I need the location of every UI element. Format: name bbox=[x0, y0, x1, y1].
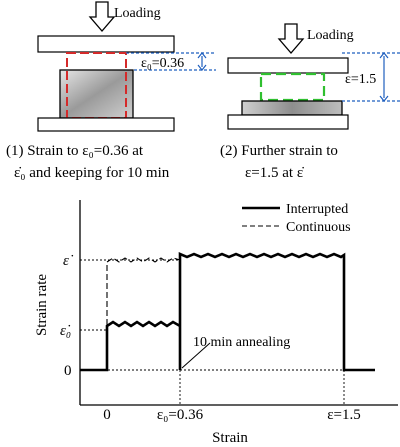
panel-2-schematic: Loading ε=1.5 (2) Further strain to ε=1.… bbox=[220, 23, 400, 181]
panel-1-strain-label: ε₀=0.36 bbox=[141, 56, 184, 71]
panel-2-dimension-arrow-icon bbox=[379, 52, 389, 102]
panel-1-caption-line1: (1) Strain to ε₀=0.36 at bbox=[6, 143, 144, 159]
x-tick-1p5: ε=1.5 bbox=[327, 407, 361, 423]
panel-1-caption-line2: ε̇₀ and keeping for 10 min bbox=[14, 165, 170, 181]
x-tick-zero: 0 bbox=[103, 407, 111, 423]
panel-2-caption-line1: (2) Further strain to bbox=[220, 143, 338, 159]
panel-2-bottom-platen bbox=[227, 114, 349, 130]
panel-1-loading-label: Loading bbox=[114, 6, 161, 21]
panel-1-bottom-platen bbox=[37, 117, 175, 132]
series-interrupted-line bbox=[80, 252, 375, 372]
y-axis-label: Strain rate bbox=[34, 274, 50, 336]
panel-1-original-outline bbox=[66, 52, 127, 119]
panel-2-top-platen bbox=[227, 57, 349, 74]
panel-1-dimension-arrow-icon bbox=[197, 52, 207, 71]
y-tick-eps0: ε̇₀ bbox=[60, 323, 71, 339]
legend-interrupted-label: Interrupted bbox=[286, 202, 348, 217]
series-continuous-line bbox=[106, 257, 181, 370]
x-axis-label: Strain bbox=[212, 430, 248, 446]
panel-2-sample bbox=[241, 100, 343, 116]
loading-arrow-icon bbox=[88, 1, 116, 32]
panel-1-schematic: Loading ε₀=0.36 (1) Strain to ε₀=0.36 at… bbox=[6, 1, 216, 181]
y-tick-zero: 0 bbox=[64, 363, 72, 379]
loading-arrow-2-icon bbox=[277, 23, 305, 54]
panel-2-strain-label: ε=1.5 bbox=[345, 72, 376, 87]
annotation-annealing: 10 min annealing bbox=[193, 335, 290, 350]
annotation-leader bbox=[181, 342, 211, 369]
legend-continuous-label: Continuous bbox=[286, 220, 351, 235]
strain-rate-chart: 10 min annealing Interrupted Continuous … bbox=[34, 200, 398, 446]
y-tick-eps: ε̇ bbox=[63, 253, 74, 269]
legend: Interrupted Continuous bbox=[242, 202, 351, 235]
panel-2-loading-label: Loading bbox=[307, 28, 354, 43]
panel-2-caption-line2: ε=1.5 at ε̇ bbox=[245, 165, 304, 181]
panel-1-top-platen bbox=[37, 35, 175, 53]
x-tick-eps0: ε₀=0.36 bbox=[157, 407, 204, 423]
panel-2-previous-outline bbox=[259, 72, 326, 102]
panel-1-sample bbox=[59, 69, 134, 119]
